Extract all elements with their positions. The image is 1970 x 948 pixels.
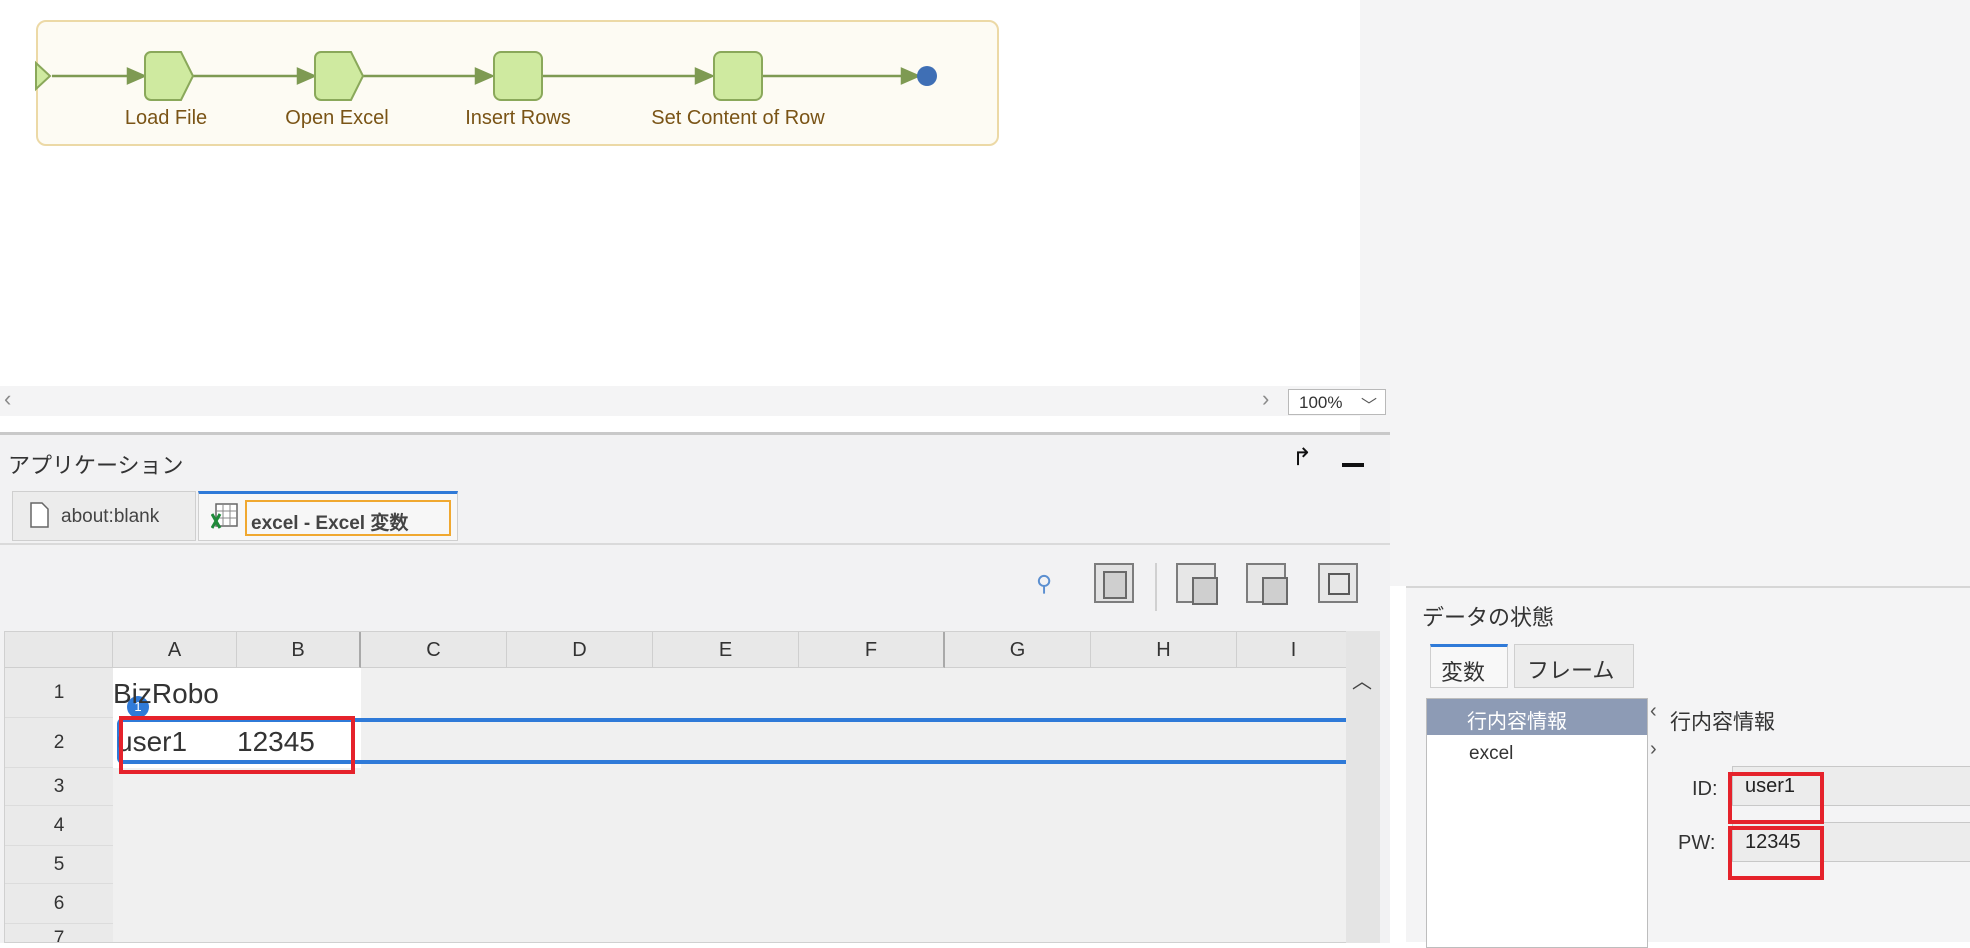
column-header[interactable]: C [361,632,507,668]
field-label-pw: PW: [1678,832,1716,854]
column-header[interactable]: G [945,632,1091,668]
tab-variables[interactable]: 変数 [1430,644,1508,688]
column-header[interactable]: A [113,632,237,668]
end-node[interactable] [917,66,937,86]
field-value: user1 [1745,775,1796,797]
column-header[interactable]: D [507,632,653,668]
copy-icon [1192,577,1218,605]
minimize-icon[interactable] [1342,463,1364,467]
expand-right-icon[interactable]: › [1650,738,1657,760]
corner-header[interactable] [5,632,113,668]
step-load-file[interactable] [144,51,195,101]
row-header[interactable]: 3 [5,768,113,806]
application-panel: アプリケーション ↱ about:blank excel - Excel 変数 … [0,432,1390,943]
annotation-box [119,716,355,774]
row-header[interactable]: 1 [5,668,113,718]
zoom-select[interactable]: 100% ﹀ [1288,389,1386,415]
chevron-down-icon: ﹀ [1360,398,1377,415]
toolbar-divider [1155,563,1157,611]
list-item-selected[interactable]: 行内容情報 [1427,699,1647,735]
arrow-head [296,67,318,85]
scroll-up-icon[interactable]: ︿ [1352,671,1372,693]
workflow-canvas[interactable]: Load File Open Excel Insert Rows Set Con… [0,0,1387,386]
tab-frames[interactable]: フレーム [1514,644,1634,688]
cell-b2[interactable]: 12345 [237,726,315,757]
panel-title: データの状態 [1422,605,1555,630]
application-tabs: about:blank excel - Excel 変数 [0,485,1390,545]
step-label-insert-rows: Insert Rows [465,107,571,129]
field-value: 12345 [1745,831,1801,853]
list-item[interactable]: excel [1427,735,1647,771]
sheet-toolbar: ⚲ [0,545,1390,611]
arrow-head [694,67,716,85]
annotation-box [1728,772,1824,824]
horizontal-scrollbar[interactable]: ‹ › [0,386,1390,416]
step-open-excel[interactable] [314,51,365,101]
step-set-content-of-row[interactable] [713,51,763,101]
spreadsheet-grid[interactable]: A B C D E F G H I 1 2 3 4 5 6 7 1 BizRob… [4,631,1350,943]
vertical-scrollbar[interactable]: ︿ [1346,631,1380,943]
copy-button[interactable] [1176,563,1218,605]
row-header[interactable]: 7 [5,924,113,942]
tab-label: about:blank [61,506,160,527]
detach-icon[interactable]: ↱ [1292,444,1313,471]
zoom-value: 100% [1299,393,1343,412]
list-item-label: excel [1469,743,1514,764]
row-header[interactable]: 4 [5,806,113,846]
zoom-button[interactable] [1318,563,1358,603]
column-header[interactable]: B [237,632,361,668]
scroll-right-icon[interactable]: › [1262,386,1270,411]
step-label-set-content-of-row: Set Content of Row [651,107,825,129]
row-marker-icon: 1 [127,696,149,718]
annotation-box [1728,826,1824,880]
row-header[interactable]: 5 [5,846,113,884]
spreadsheet-icon [211,503,238,529]
arrow-head [126,67,148,85]
tab-label: フレーム [1527,658,1615,683]
column-header[interactable]: I [1237,632,1349,668]
column-header[interactable]: H [1091,632,1237,668]
arrow-head [474,67,496,85]
arrow-head [900,67,922,85]
step-label-open-excel: Open Excel [285,107,389,129]
document-icon [30,502,49,528]
right-empty-pane [1360,0,1970,586]
row-header[interactable]: 2 [5,718,113,768]
variable-list: 行内容情報 excel [1426,698,1648,948]
tab-label: excel - Excel 変数 [251,513,409,534]
workflow-diagram [35,51,937,101]
step-insert-rows[interactable] [493,51,543,101]
tab-about-blank[interactable]: about:blank [12,491,196,541]
field-label-id: ID: [1692,778,1718,800]
collapse-left-icon[interactable]: ‹ [1650,700,1657,722]
tab-excel[interactable]: excel - Excel 変数 [198,491,458,541]
list-item-label: 行内容情報 [1467,711,1567,733]
paste-icon [1262,577,1288,605]
detail-title: 行内容情報 [1670,711,1775,734]
cell-a1[interactable]: BizRobo [113,678,219,709]
magnifier-icon [1328,573,1350,595]
data-state-panel: データの状態 変数 フレーム 行内容情報 excel ‹ › 行内容情報 ID:… [1406,586,1970,948]
paste-button[interactable] [1246,563,1288,605]
column-header[interactable]: F [799,632,945,668]
column-header[interactable]: E [653,632,799,668]
start-node[interactable] [35,60,52,92]
scroll-left-icon[interactable]: ‹ [4,386,12,411]
find-icon[interactable]: ⚲ [1036,571,1053,596]
row-header[interactable]: 6 [5,884,113,924]
sheet-icon [1103,571,1127,599]
panel-title: アプリケーション [8,453,184,478]
step-label-load-file: Load File [124,107,208,129]
tab-label: 変数 [1441,660,1486,685]
tab-label-box [245,500,451,536]
cell-a2[interactable]: user1 [117,726,188,757]
sheet-view-button[interactable] [1094,563,1134,603]
